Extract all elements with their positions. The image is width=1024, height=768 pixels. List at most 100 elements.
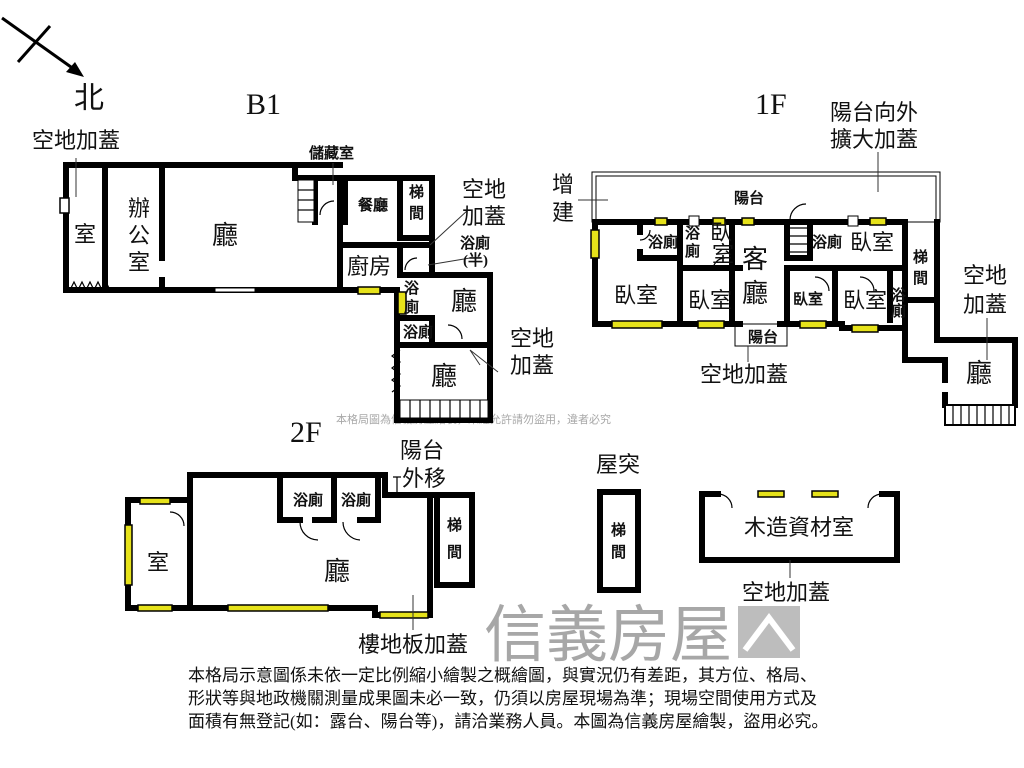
f2-window-2 xyxy=(124,524,133,586)
f1-label-balcony: 陽台 xyxy=(734,189,764,207)
f1-label-stairs-2: 間 xyxy=(913,270,928,287)
roof-label-stairs-2: 間 xyxy=(611,544,626,561)
b1-label-annex-low: 空地 xyxy=(510,326,554,351)
f2-door-icons xyxy=(169,511,361,541)
b1-label-kitchen: 廚房 xyxy=(347,254,391,279)
f1-label-stairs: 梯 xyxy=(913,248,928,266)
f1-label-hall: 廳 xyxy=(966,359,992,388)
f1-small-balcony xyxy=(734,323,788,347)
b1-label-dining: 餐廳 xyxy=(358,196,388,214)
f2-dimension-icon xyxy=(393,476,401,494)
f1-label-bath-3: 浴廁 xyxy=(812,233,842,251)
f1-stairs-icon xyxy=(790,227,808,253)
b1-label-stairs-2: 間 xyxy=(409,205,424,222)
b1-door-icon xyxy=(319,200,335,216)
b1-label-annex-top: 空地加蓋 xyxy=(32,128,120,153)
b1-label-bath-vertical: 浴 xyxy=(404,279,420,297)
f1-label-bedroom-2: 臥室 xyxy=(688,288,732,313)
b1-label-office-3: 室 xyxy=(128,250,150,275)
b1-label-office-2: 公 xyxy=(128,223,150,248)
b1-door-icon-2 xyxy=(404,257,418,271)
b1-label-half-bath: 浴廁 xyxy=(460,234,490,252)
f2-label-stairs-2: 間 xyxy=(447,544,462,561)
b1-label-annex-low-2: 加蓋 xyxy=(510,353,554,378)
footnote-line: 面積有無登記(如：露台、陽台等)，請洽業務人員。本圖為信義房屋繪製，盜用必究。 xyxy=(188,712,829,731)
watermark: 信義房屋 本格局圖為信義房屋繪製，未經允許請勿盜用，違者必究 xyxy=(336,412,800,670)
f1-label-bath-4b: 廁 xyxy=(891,302,906,320)
f1-vent-icon-2 xyxy=(847,215,859,227)
f2-plan: 陽台 外移 浴廁 浴廁 梯 間 室 廳 樓地板加蓋 xyxy=(124,438,475,657)
f1-window-6 xyxy=(611,320,663,329)
f1-window xyxy=(654,217,668,226)
b1-label-hall-3: 廳 xyxy=(431,362,457,391)
f1-plan: 增 建 陽台向外 擴大加蓋 陽台 浴廁 浴 廁 臥 室 客 廳 浴廁 臥室 梯 … xyxy=(552,100,1018,426)
f1-label-extension-2: 建 xyxy=(552,200,574,225)
b1-label-office: 辦 xyxy=(128,196,150,221)
b1-label-storage: 儲藏室 xyxy=(309,144,354,162)
f1-label-bedroom-v2: 室 xyxy=(712,242,734,267)
b1-railing-icon xyxy=(69,280,111,292)
f1-label-bedroom-ne: 臥室 xyxy=(850,230,894,255)
b1-label-stairs: 梯 xyxy=(409,183,424,201)
f2-label-balcony-moved: 陽台 xyxy=(400,438,444,463)
roof-plan: 梯 間 木造資材室 空地加蓋 xyxy=(597,489,900,605)
f1-window-7 xyxy=(697,320,725,329)
f1-window-5 xyxy=(590,229,600,259)
f1-label-bedroom-w: 臥室 xyxy=(614,283,658,308)
footnote-line: 形狀等與地政機關測量成果圖未必一致，仍須以房屋現場為準；現場空間使用方式及 xyxy=(188,689,817,708)
f1-label-annex-right: 空地 xyxy=(963,263,1007,288)
f1-label-balcony-ext: 陽台向外 xyxy=(830,100,918,125)
watermark-brand: 信義房屋 xyxy=(484,601,732,670)
f2-window-4 xyxy=(227,604,329,612)
f1-stairs-bottom-icon xyxy=(944,404,1016,426)
north-arrow-icon xyxy=(1,16,84,77)
f1-label-extension: 增 xyxy=(552,172,574,197)
roof-window xyxy=(757,490,785,498)
f2-label-hall: 廳 xyxy=(324,557,350,586)
floor-label-b1: B1 xyxy=(246,88,281,121)
b1-label-annex-right: 空地 xyxy=(462,177,506,202)
f1-label-balcony-ext-2: 擴大加蓋 xyxy=(830,127,918,152)
b1-railing-icon-2 xyxy=(391,349,401,393)
b1-sliding-door xyxy=(214,287,256,293)
f2-window-5 xyxy=(379,611,429,619)
b1-label-room: 室 xyxy=(74,222,96,247)
f1-label-living: 客 xyxy=(742,245,768,274)
b1-label-annex-right-2: 加蓋 xyxy=(462,204,506,229)
b1-label-hall: 廳 xyxy=(212,221,238,250)
b1-plan: 空地加蓋 室 辦 公 室 廳 儲藏室 餐廳 梯 間 空地 加蓋 浴廁 (半) 廚… xyxy=(32,128,554,423)
f2-label-bath-2: 浴廁 xyxy=(341,491,371,509)
f1-label-bath-4: 浴 xyxy=(891,286,907,304)
b1-stairs-bottom-icon xyxy=(399,399,489,419)
f1-label-annex-right-2: 加蓋 xyxy=(963,292,1007,317)
floor-label-2f: 2F xyxy=(290,416,322,449)
f1-window-4 xyxy=(869,217,887,226)
f2-label-floor-ext: 樓地板加蓋 xyxy=(358,632,468,657)
f1-label-bedroom-v: 臥 xyxy=(710,220,732,245)
f1-door-icons xyxy=(639,203,875,292)
f1-label-bath-2: 浴 xyxy=(685,224,701,242)
f1-window-3 xyxy=(741,217,755,226)
footnote-line: 本格局示意圖係未依一定比例縮小繪製之概繪圖，與實況仍有差距，其方位、格局、 xyxy=(188,666,817,685)
f1-label-annex-bottom: 空地加蓋 xyxy=(700,362,788,387)
roof-label-annex: 空地加蓋 xyxy=(742,580,830,605)
f2-window-3 xyxy=(137,604,173,612)
roof-label-stairs: 梯 xyxy=(611,521,626,539)
f1-label-bath-1: 浴廁 xyxy=(648,233,678,251)
f2-label-stairs: 梯 xyxy=(447,516,462,534)
b1-window-2 xyxy=(397,291,407,315)
roof-window-2 xyxy=(811,490,839,498)
f1-window-9 xyxy=(851,324,879,333)
b1-label-bath: 浴廁 xyxy=(403,323,433,341)
f1-vent-icon xyxy=(688,215,700,227)
disclaimer-footnote: 本格局示意圖係未依一定比例縮小繪製之概繪圖，與實況仍有差距，其方位、格局、 形狀… xyxy=(188,664,828,733)
f2-label-balcony-moved-2: 外移 xyxy=(402,466,446,491)
f1-label-bath-2b: 廁 xyxy=(685,242,700,260)
north-label: 北 xyxy=(74,82,104,115)
b1-label-hall-2: 廳 xyxy=(451,287,477,316)
roof-door-icons xyxy=(717,493,883,509)
b1-stairs-icon xyxy=(297,179,315,223)
f1-label-balcony-small: 陽台 xyxy=(748,328,778,346)
b1-door-icon-3 xyxy=(447,324,463,340)
